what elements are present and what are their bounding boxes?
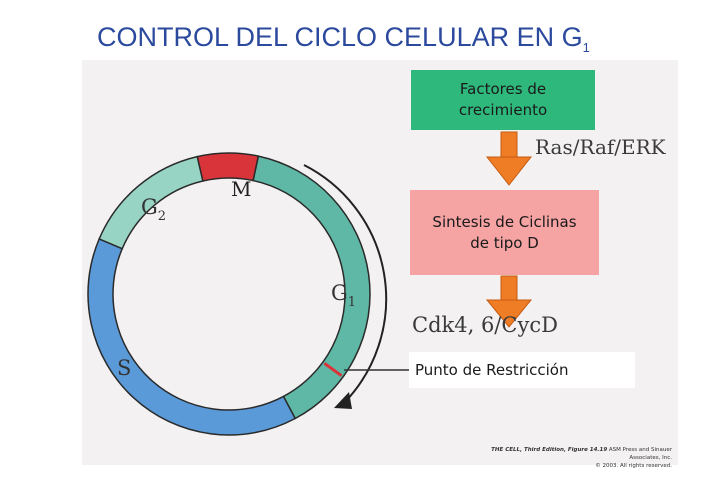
segment-s [87,237,297,436]
phase-label-g1: G1 [331,281,356,310]
segment-m [196,152,260,182]
figure-credit: THE CELL, Third Edition, Figure 14.19 AS… [462,446,672,470]
title-text: CONTROL DEL CICLO CELULAR EN G [97,22,583,52]
cycle-ring [87,152,371,436]
restriction-point-marker [323,362,343,377]
growth-factors-line2: crecimiento [458,101,548,119]
growth-factors-box: Factores de crecimiento [411,70,595,130]
title-subscript: 1 [582,40,590,55]
page-title: CONTROL DEL CICLO CELULAR EN G1 [97,22,590,55]
credit-source: THE CELL, Third Edition, Figure 14.19 [491,447,608,453]
cycle-arrowhead [334,392,352,409]
phase-label-s: S [117,356,131,380]
growth-factors-line1: Factores de [459,80,547,98]
credit-rights: © 2003. All rights reserved. [595,463,672,469]
arrow-down-2 [485,275,533,328]
cyclin-synthesis-box: Sintesis de Ciclinas de tipo D [410,190,599,275]
cyclin-synthesis-line2: de tipo D [470,233,539,252]
phase-label-m: M [231,177,251,201]
credit-publisher: ASM Press and Sinauer Associates, Inc. [607,447,672,461]
segment-g1 [252,155,371,420]
pathway-label: Ras/Raf/ERK [535,135,666,159]
phase-label-g2: G2 [141,195,166,224]
arrow-down-1 [485,131,533,186]
restriction-point-box: Punto de Restricción [409,352,635,388]
cyclin-synthesis-line1: Sintesis de Ciclinas [432,212,577,231]
cdk-complex-label: Cdk4, 6/CycD [412,313,558,337]
